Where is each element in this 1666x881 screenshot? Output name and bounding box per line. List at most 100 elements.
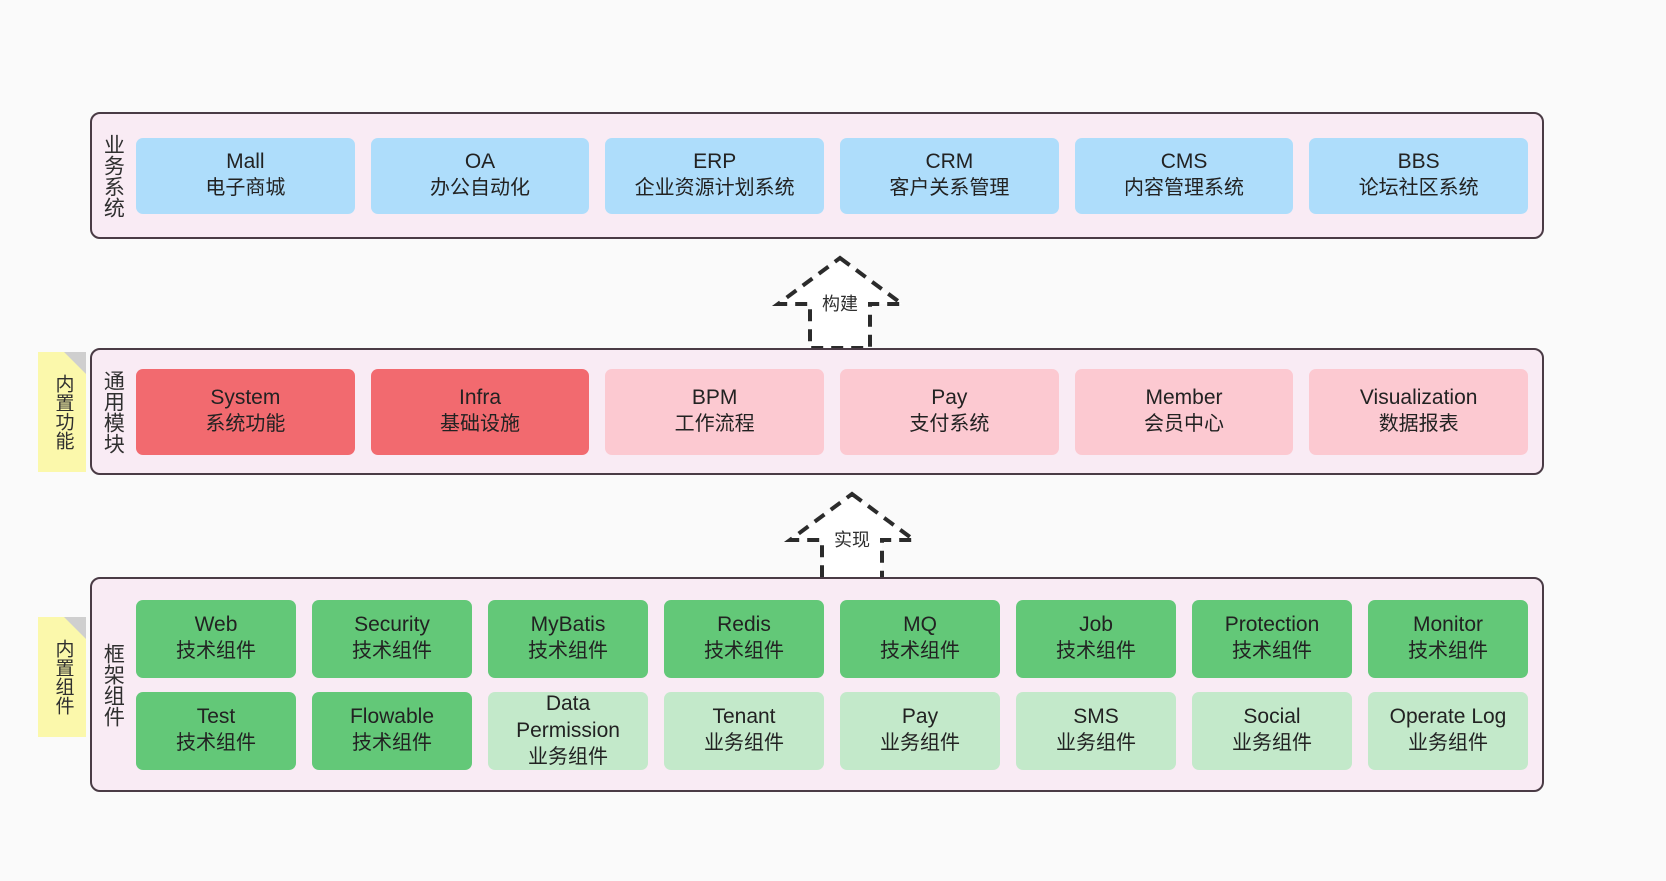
- card-subtitle: 办公自动化: [430, 177, 530, 200]
- card-subtitle: 业务组件: [880, 732, 960, 755]
- card-title: Social: [1243, 705, 1301, 729]
- card-mq[interactable]: MQ 技术组件: [840, 599, 1000, 678]
- card-web[interactable]: Web 技术组件: [136, 599, 296, 678]
- card-row: Web 技术组件 Security 技术组件 MyBatis 技术组件 Redi…: [136, 599, 1528, 678]
- card-title: CRM: [925, 150, 974, 174]
- card-row: System 系统功能 Infra 基础设施 BPM 工作流程 Pay 支付系统…: [136, 368, 1529, 455]
- card-subtitle: 基础设施: [440, 413, 520, 436]
- card-subtitle: 客户关系管理: [889, 177, 1010, 200]
- note-builtin-functions-label: 内置功能: [52, 374, 74, 450]
- card-title: Visualization: [1359, 386, 1478, 410]
- card-pay-module[interactable]: Pay 支付系统: [840, 368, 1059, 455]
- card-subtitle: 技术组件: [1408, 640, 1488, 663]
- card-crm[interactable]: CRM 客户关系管理: [840, 137, 1059, 214]
- card-title: Job: [1079, 613, 1113, 637]
- card-mall[interactable]: Mall 电子商城: [136, 137, 355, 214]
- card-bbs[interactable]: BBS 论坛社区系统: [1309, 137, 1529, 214]
- note-builtin-components: 内置组件: [38, 617, 86, 737]
- card-flowable[interactable]: Flowable 技术组件: [312, 691, 472, 770]
- card-monitor[interactable]: Monitor 技术组件: [1368, 599, 1528, 678]
- card-pay-component[interactable]: Pay 业务组件: [840, 691, 1000, 770]
- card-mybatis[interactable]: MyBatis 技术组件: [488, 599, 648, 678]
- card-title: Security: [354, 613, 430, 637]
- card-subtitle: 论坛社区系统: [1358, 177, 1479, 200]
- card-redis[interactable]: Redis 技术组件: [664, 599, 824, 678]
- card-title: CMS: [1160, 150, 1208, 174]
- band-business-systems: 业务系统 Mall 电子商城 OA 办公自动化 ERP 企业资源计划系统 CRM…: [90, 112, 1544, 239]
- card-subtitle: 业务组件: [1056, 732, 1136, 755]
- card-title: SMS: [1073, 705, 1119, 729]
- card-title: Protection: [1224, 613, 1320, 637]
- card-title: Web: [194, 613, 238, 637]
- card-subtitle: 电子商城: [205, 177, 286, 200]
- card-sms[interactable]: SMS 业务组件: [1016, 691, 1176, 770]
- card-subtitle: 业务组件: [528, 745, 608, 768]
- card-subtitle: 企业资源计划系统: [634, 177, 795, 200]
- card-subtitle: 技术组件: [1056, 640, 1136, 663]
- note-builtin-functions: 内置功能: [38, 352, 86, 472]
- card-row: Mall 电子商城 OA 办公自动化 ERP 企业资源计划系统 CRM 客户关系…: [136, 137, 1529, 214]
- card-infra[interactable]: Infra 基础设施: [370, 368, 590, 455]
- card-title: OA: [464, 150, 496, 174]
- card-title: Member: [1145, 386, 1223, 410]
- band-label-common-modules: 通用模块: [101, 369, 125, 454]
- card-title: Tenant: [712, 705, 776, 729]
- card-title: MyBatis: [530, 613, 606, 637]
- card-subtitle: 业务组件: [704, 732, 784, 755]
- card-security[interactable]: Security 技术组件: [312, 599, 472, 678]
- card-data-permission[interactable]: Data Permission 业务组件: [488, 691, 648, 770]
- card-operate-log[interactable]: Operate Log 业务组件: [1368, 691, 1528, 770]
- card-erp[interactable]: ERP 企业资源计划系统: [605, 137, 825, 214]
- card-subtitle: 业务组件: [1232, 732, 1312, 755]
- card-title: MQ: [903, 613, 937, 637]
- card-system[interactable]: System 系统功能: [136, 368, 355, 455]
- band-framework-components: 框架组件 Web 技术组件 Security 技术组件 MyBatis 技术组件…: [90, 577, 1544, 792]
- card-subtitle: 数据报表: [1378, 413, 1459, 436]
- card-social[interactable]: Social 业务组件: [1192, 691, 1352, 770]
- band-label-business-systems: 业务系统: [101, 133, 125, 218]
- card-cms[interactable]: CMS 内容管理系统: [1074, 137, 1294, 214]
- card-protection[interactable]: Protection 技术组件: [1192, 599, 1352, 678]
- card-title: ERP: [693, 150, 737, 174]
- card-title: Pay: [901, 705, 939, 729]
- card-subtitle: 内容管理系统: [1124, 177, 1245, 200]
- card-tenant[interactable]: Tenant 业务组件: [664, 691, 824, 770]
- band-body-business-systems: Mall 电子商城 OA 办公自动化 ERP 企业资源计划系统 CRM 客户关系…: [132, 114, 1542, 237]
- card-title: Test: [196, 705, 236, 729]
- card-subtitle: 技术组件: [1232, 640, 1312, 663]
- card-member[interactable]: Member 会员中心: [1074, 368, 1294, 455]
- card-title: Flowable: [349, 705, 435, 729]
- band-body-framework-components: Web 技术组件 Security 技术组件 MyBatis 技术组件 Redi…: [132, 579, 1542, 790]
- card-subtitle: 技术组件: [880, 640, 960, 663]
- card-subtitle: 工作流程: [674, 413, 755, 436]
- card-visualization[interactable]: Visualization 数据报表: [1309, 368, 1529, 455]
- card-subtitle: 技术组件: [352, 640, 432, 663]
- card-subtitle: 支付系统: [909, 413, 990, 436]
- card-subtitle: 技术组件: [176, 732, 256, 755]
- card-title: System: [210, 386, 281, 410]
- card-title: BPM: [691, 386, 738, 410]
- card-subtitle: 技术组件: [352, 732, 432, 755]
- card-subtitle: 技术组件: [176, 640, 256, 663]
- note-builtin-components-label: 内置组件: [52, 639, 74, 715]
- arrow-build: 构建: [760, 252, 920, 352]
- band-common-modules: 通用模块 System 系统功能 Infra 基础设施 BPM 工作流程 Pay…: [90, 348, 1544, 475]
- card-row: Test 技术组件 Flowable 技术组件 Data Permission …: [136, 691, 1528, 770]
- band-body-common-modules: System 系统功能 Infra 基础设施 BPM 工作流程 Pay 支付系统…: [132, 350, 1542, 473]
- card-title: Redis: [717, 613, 771, 637]
- page-fold-icon: [64, 352, 86, 374]
- card-subtitle: 技术组件: [704, 640, 784, 663]
- card-title: Data Permission: [516, 691, 620, 742]
- page-fold-icon: [64, 617, 86, 639]
- card-title: Infra: [458, 386, 502, 410]
- arrow-build-label: 构建: [822, 294, 858, 314]
- card-bpm[interactable]: BPM 工作流程: [605, 368, 825, 455]
- card-job[interactable]: Job 技术组件: [1016, 599, 1176, 678]
- card-title: Operate Log: [1389, 705, 1507, 729]
- card-title: Pay: [931, 386, 968, 410]
- card-test[interactable]: Test 技术组件: [136, 691, 296, 770]
- card-subtitle: 会员中心: [1144, 413, 1225, 436]
- band-label-framework-components: 框架组件: [101, 642, 125, 727]
- card-oa[interactable]: OA 办公自动化: [370, 137, 590, 214]
